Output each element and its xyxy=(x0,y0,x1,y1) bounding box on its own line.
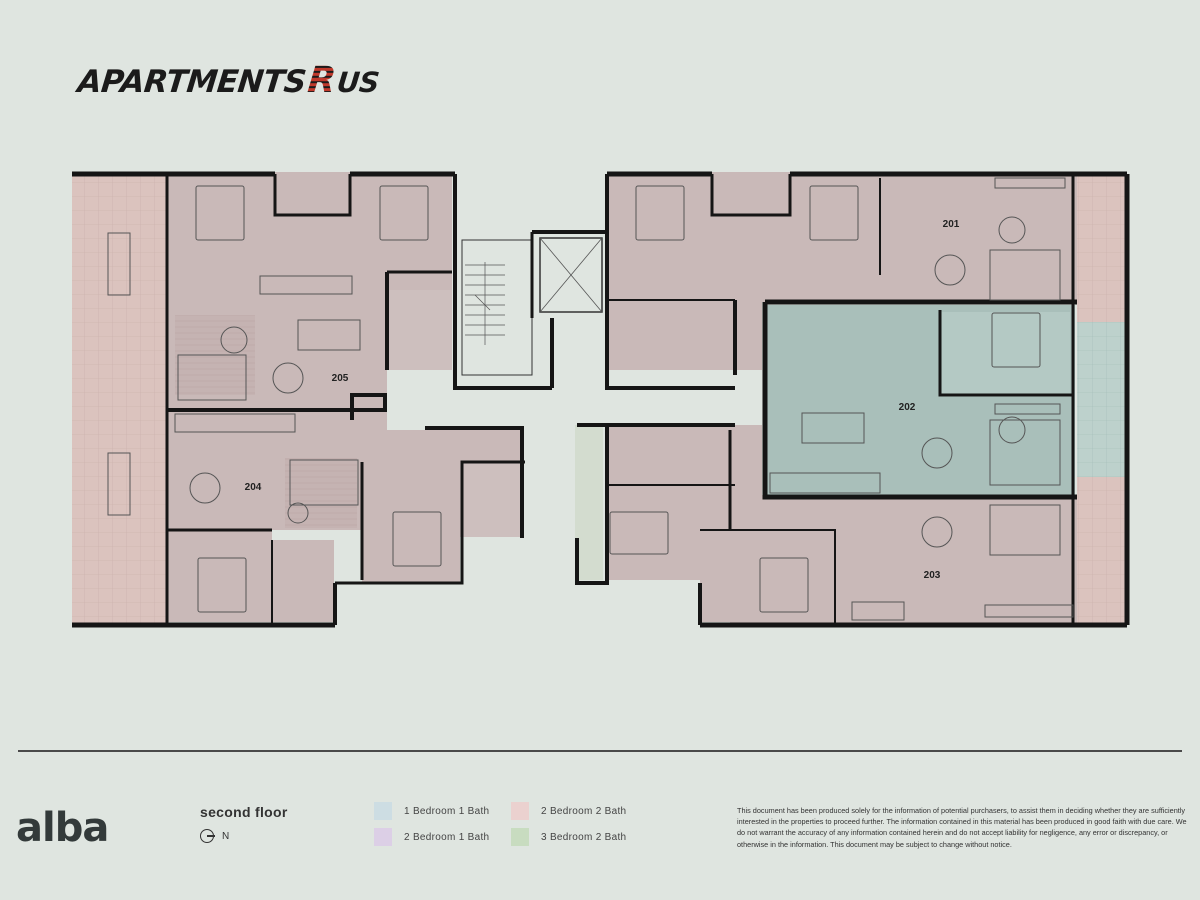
furniture xyxy=(107,177,1074,621)
compass-icon xyxy=(200,829,215,843)
legend-label: 1 Bedroom 1 Bath xyxy=(404,805,490,817)
unit-type-legend: 1 Bedroom 1 Bath 2 Bedroom 2 Bath 2 Bedr… xyxy=(374,802,674,852)
floor-title: second floor xyxy=(200,804,288,820)
floor-plan: 201 202 203 204 205 xyxy=(72,171,1130,628)
legend-swatch xyxy=(511,802,529,820)
legend-item-1bed-1bath: 1 Bedroom 1 Bath xyxy=(374,802,489,820)
legend-swatch xyxy=(511,828,529,846)
unit-203 xyxy=(607,425,1127,625)
unit-202 xyxy=(765,305,1127,495)
legend-label: 3 Bedroom 2 Bath xyxy=(541,831,627,843)
legend-item-2bed-1bath: 2 Bedroom 1 Bath xyxy=(374,828,489,846)
footer-divider xyxy=(18,750,1182,752)
north-indicator: N xyxy=(200,829,229,843)
legend-swatch xyxy=(374,802,392,820)
unit-number-205: 205 xyxy=(332,373,349,384)
unit-number-201: 201 xyxy=(943,219,960,230)
legend-item-2bed-2bath: 2 Bedroom 2 Bath xyxy=(511,802,626,820)
walls xyxy=(72,171,1130,628)
legend-label: 2 Bedroom 1 Bath xyxy=(404,831,490,843)
legend-swatch xyxy=(374,828,392,846)
north-label: N xyxy=(222,830,230,842)
unit-number-204: 204 xyxy=(245,482,262,493)
core xyxy=(387,228,762,580)
legend-item-3bed-2bath: 3 Bedroom 2 Bath xyxy=(511,828,626,846)
unit-number-203: 203 xyxy=(924,570,941,581)
disclaimer-text: This document has been produced solely f… xyxy=(737,806,1187,849)
unit-number-202: 202 xyxy=(899,402,916,413)
legend-label: 2 Bedroom 2 Bath xyxy=(541,805,627,817)
alba-logo: alba xyxy=(16,805,109,851)
unit-204 xyxy=(72,402,522,627)
